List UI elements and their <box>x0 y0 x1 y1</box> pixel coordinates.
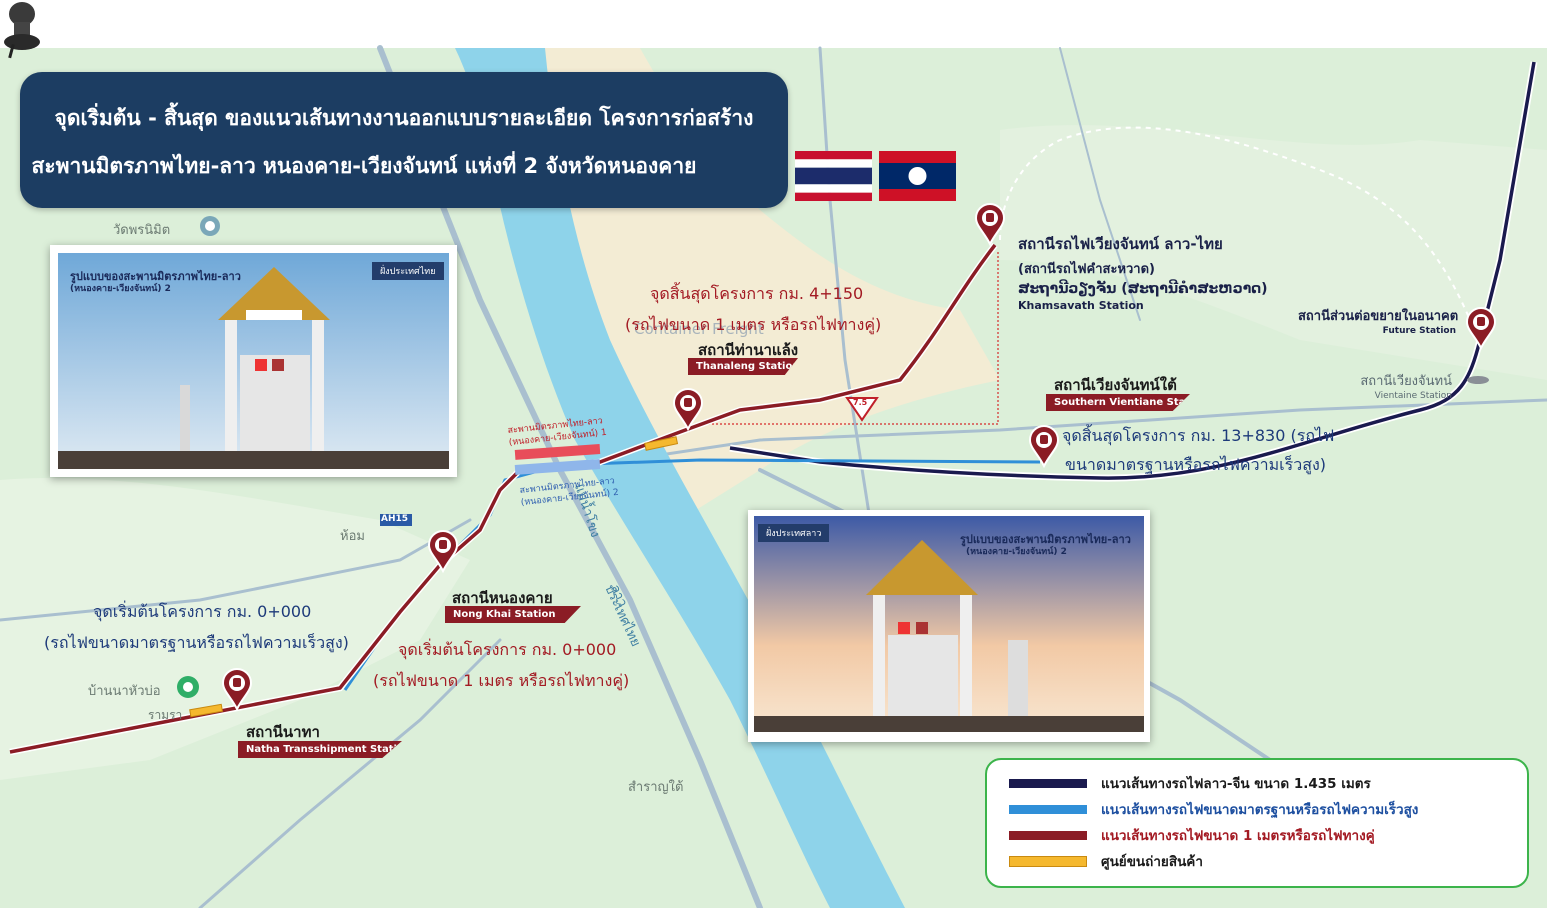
legend-row-meter: แนวเส้นทางรถไฟขนาด 1 เมตรหรือรถไฟทางคู่ <box>1009 824 1375 846</box>
station-vientiane-th: สถานีเวียงจันทน์ <box>1360 374 1452 389</box>
title-line-2: สะพานมิตรภาพไทย-ลาว หนองคาย-เวียงจันทน์ … <box>31 154 697 178</box>
station-khamsavath-th2: (สถานีรถไฟคำสะหวาด) <box>1018 262 1155 277</box>
station-future: สถานีส่วนต่อขยายในอนาคต Future Station <box>1298 305 1459 336</box>
legend-swatch <box>1009 855 1087 867</box>
legend-text: แนวเส้นทางรถไฟขนาด 1 เมตรหรือรถไฟทางคู่ <box>1101 828 1375 844</box>
station-marker-thanaleng-icon <box>672 388 704 432</box>
legend-row-freight: ศูนย์ขนถ่ายสินค้า <box>1009 850 1203 872</box>
legend-text: ศูนย์ขนถ่ายสินค้า <box>1101 854 1203 870</box>
map-pin-icon <box>4 2 40 59</box>
speed-sign-value: 7.5 <box>853 398 868 407</box>
station-future-en: Future Station <box>1382 326 1456 336</box>
road-sign-ah15: AH15 <box>381 514 409 524</box>
speed-sign-icon <box>845 397 879 422</box>
bridge-render-lao-side: ฝั่งประเทศลาว รูปแบบของสะพานมิตรภาพไทย-ล… <box>748 510 1150 742</box>
flag-thailand-icon <box>795 151 872 201</box>
legend-row-lao-china: แนวเส้นทางรถไฟลาว-จีน ขนาด 1.435 เมตร <box>1009 772 1371 794</box>
station-marker-vientiane-icon <box>1467 376 1489 384</box>
temple-icon <box>200 216 220 236</box>
station-khamsavath: สถานีรถไฟเวียงจันทน์ ลาว-ไทย (สถานีรถไฟค… <box>1018 232 1268 312</box>
end-point-1-a: จุดสิ้นสุดโครงการ กม. 4+150 <box>650 284 864 303</box>
legend-swatch <box>1009 804 1087 814</box>
station-khamsavath-en: Khamsavath Station <box>1018 299 1144 312</box>
place-ban-na-huabo: บ้านนาหัวบ่อ <box>88 684 161 699</box>
start-point-meter-b: (รถไฟขนาด 1 เมตร หรือรถไฟทางคู่) <box>373 671 630 690</box>
station-marker-nongkhai-icon <box>427 530 459 574</box>
map-legend: แนวเส้นทางรถไฟลาว-จีน ขนาด 1.435 เมตร แน… <box>985 758 1529 888</box>
station-thanaleng-en: Thanaleng Station <box>688 358 798 375</box>
photo-right-subtitle: (หนองคาย-เวียงจันทน์) 2 <box>966 547 1067 557</box>
photo-right-side: ฝั่งประเทศลาว <box>758 524 830 542</box>
station-marker-khamsavath-icon <box>974 203 1006 247</box>
start-point-standard-b: (รถไฟขนาดมาตรฐานหรือรถไฟความเร็วสูง) <box>44 633 349 652</box>
station-vientiane-en: Vientaine Station <box>1374 391 1452 401</box>
title-line-1: จุดเริ่มต้น - สิ้นสุด ของแนวเส้นทางงานออ… <box>54 106 754 130</box>
legend-text: แนวเส้นทางรถไฟลาว-จีน ขนาด 1.435 เมตร <box>1101 776 1371 792</box>
station-marker-southern-icon <box>1028 425 1060 469</box>
start-point-meter-a: จุดเริ่มต้นโครงการ กม. 0+000 <box>398 640 617 659</box>
freight-center <box>189 703 224 718</box>
legend-text: แนวเส้นทางรถไฟขนาดมาตรฐานหรือรถไฟความเร็… <box>1101 802 1419 818</box>
station-vientiane: สถานีเวียงจันทน์ Vientaine Station <box>1340 370 1452 401</box>
end-point-2-b: ขนาดมาตรฐานหรือรถไฟความเร็วสูง) <box>1065 455 1327 474</box>
station-marker-future-icon <box>1465 307 1497 351</box>
station-nongkhai-en: Nong Khai Station <box>445 606 581 623</box>
flag-laos-icon <box>879 151 956 201</box>
station-natha-th: สถานีนาทา <box>246 723 320 741</box>
station-thanaleng-th: สถานีท่านาแล้ง <box>698 341 799 359</box>
title-panel: จุดเริ่มต้น - สิ้นสุด ของแนวเส้นทางงานออ… <box>20 72 788 208</box>
station-future-th: สถานีส่วนต่อขยายในอนาคต <box>1298 309 1459 324</box>
end-point-1-b: (รถไฟขนาด 1 เมตร หรือรถไฟทางคู่) <box>625 315 882 334</box>
station-nongkhai-th: สถานีหนองคาย <box>452 589 553 607</box>
place-ramra: รามรา <box>148 708 183 722</box>
place-temple: วัดพรนิมิต <box>113 223 171 238</box>
legend-swatch <box>1009 830 1087 840</box>
place-container: Container Freight <box>634 320 764 338</box>
bridge-render-thai-side: รูปแบบของสะพานมิตรภาพไทย-ลาว (หนองคาย-เว… <box>50 245 457 477</box>
station-southern-th: สถานีเวียงจันทน์ใต้ <box>1054 376 1177 394</box>
bridge-2 <box>514 459 601 475</box>
station-khamsavath-th: สถานีรถไฟเวียงจันทน์ ลาว-ไทย <box>1018 235 1223 253</box>
place-saranyai: สำราญใต้ <box>628 780 684 795</box>
start-point-standard-a: จุดเริ่มต้นโครงการ กม. 0+000 <box>93 602 312 621</box>
legend-row-standard: แนวเส้นทางรถไฟขนาดมาตรฐานหรือรถไฟความเร็… <box>1009 798 1418 820</box>
station-marker-natha-icon <box>221 668 253 712</box>
end-point-2-a: จุดสิ้นสุดโครงการ กม. 13+830 (รถไฟ <box>1062 426 1335 445</box>
station-khamsavath-lao: ສະຖານີວຽງຈັນ (ສະຖານີຄຳສະຫວາດ) <box>1018 281 1268 297</box>
freight-center <box>644 436 679 451</box>
place-hom: ห้อม <box>340 529 365 544</box>
hospital-icon <box>177 676 199 698</box>
station-natha-en: Natha Transshipment Station <box>238 741 402 758</box>
photo-right-title: รูปแบบของสะพานมิตรภาพไทย-ลาว <box>960 533 1131 546</box>
bridge-1 <box>514 444 601 460</box>
legend-swatch <box>1009 778 1087 788</box>
photo-left-title: รูปแบบของสะพานมิตรภาพไทย-ลาว <box>70 270 241 283</box>
photo-left-subtitle: (หนองคาย-เวียงจันทน์) 2 <box>70 284 171 294</box>
photo-left-side: ฝั่งประเทศไทย <box>372 262 444 280</box>
station-southern-en: Southern Vientiane Station <box>1046 394 1190 411</box>
